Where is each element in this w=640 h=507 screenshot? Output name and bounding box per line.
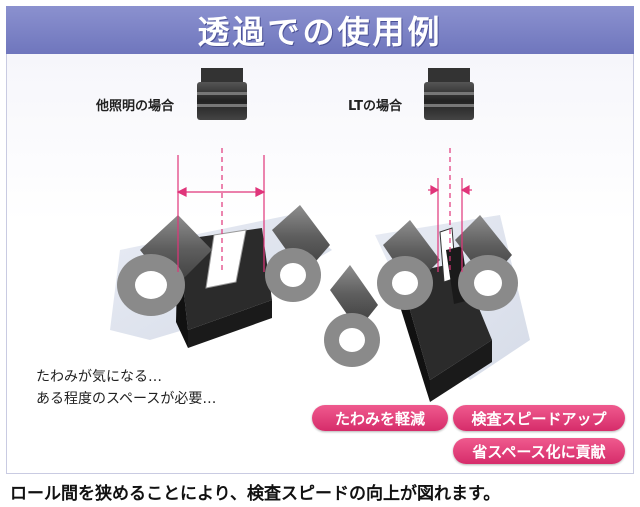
concern-note: たわみが気になる… — [36, 369, 162, 385]
roll — [324, 265, 380, 367]
benefit-badge: 検査スピードアップ — [453, 405, 625, 431]
roll — [377, 220, 440, 310]
title-banner: 透過での使用例 — [6, 6, 634, 54]
roll — [117, 215, 212, 316]
dimension-guide — [176, 148, 266, 272]
caption: ロール間を狭めることにより、検査スピードの向上が図れます。 — [10, 484, 501, 504]
camera-icon — [197, 68, 247, 120]
light-unit — [176, 228, 272, 348]
roll — [455, 215, 518, 311]
benefit-badge: 省スペース化に貢献 — [453, 438, 625, 464]
concern-note: ある程度のスペースが必要… — [36, 391, 217, 407]
page-title: 透過での使用例 — [197, 13, 443, 51]
benefit-badge: たわみを軽減 — [312, 405, 448, 431]
left-setup-label: 他照明の場合 — [96, 99, 175, 114]
camera-icon — [424, 68, 474, 120]
illustration-panel — [6, 54, 634, 474]
roll — [265, 205, 330, 302]
dimension-guide — [428, 148, 472, 272]
right-setup-label: LTの場合 — [348, 99, 402, 114]
